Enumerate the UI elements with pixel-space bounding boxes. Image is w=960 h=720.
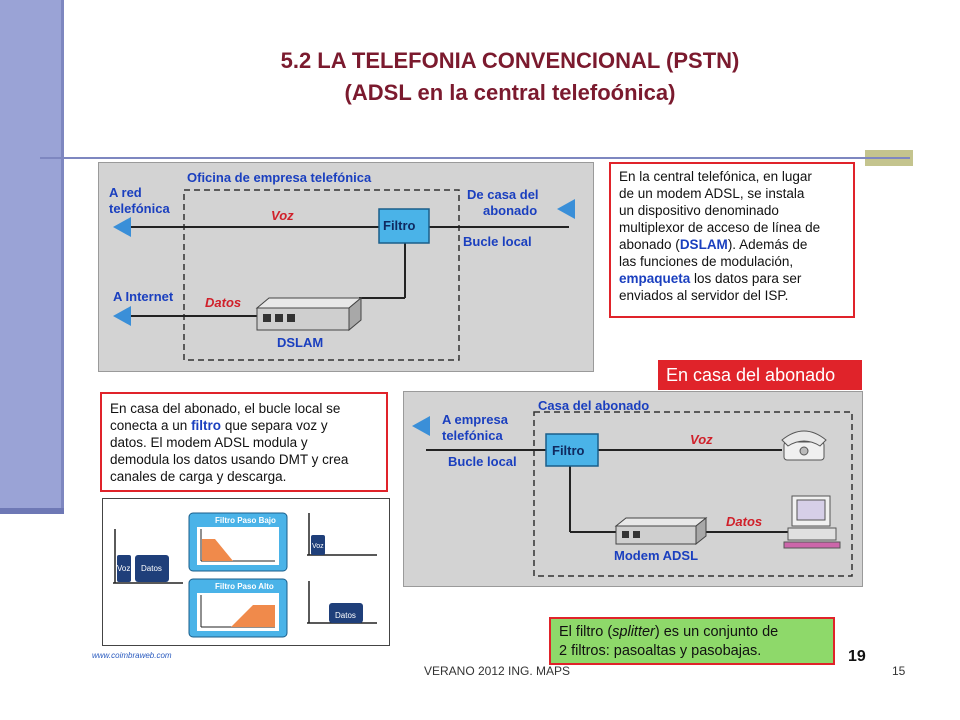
office-voz-label: Voz: [271, 208, 294, 223]
source-watermark: www.coimbraweb.com: [92, 651, 172, 660]
low-pass-title: Filtro Paso Bajo: [215, 516, 276, 525]
arrow-left-icon: [412, 416, 430, 436]
home-note-line4: demodula los datos usando DMT y crea: [110, 452, 349, 467]
output-voice-band: [311, 535, 325, 555]
office-right-top-1: De casa del: [467, 187, 539, 202]
central-note-line7: empaqueta los datos para ser: [619, 271, 802, 286]
arrow-left-icon: [557, 199, 575, 219]
central-note-line6: las funciones de modulación,: [619, 254, 794, 269]
home-left-top-2: telefónica: [442, 428, 503, 443]
office-diagram-graphics: [113, 189, 575, 361]
home-diagram: Casa del abonado A empresa telefónica Bu…: [403, 391, 863, 587]
home-dashed-boundary: [533, 411, 853, 577]
splitter-note-line2: 2 filtros: pasoaltas y pasobajas.: [559, 643, 762, 659]
splitter-note-line1: El filtro (splitter) es un conjunto de: [559, 624, 779, 640]
home-note: En casa del abonado, el bucle local se c…: [100, 392, 388, 492]
high-pass-response: [231, 605, 275, 627]
home-datos-label: Datos: [726, 514, 763, 529]
home-bucle-label: Bucle local: [448, 454, 517, 469]
home-note-line1: En casa del abonado, el bucle local se: [110, 401, 341, 416]
home-diagram-graphics: [412, 411, 853, 577]
left-decor-bar-shadow: [0, 508, 64, 514]
input-data-band: [135, 555, 169, 582]
home-filtro-label: Filtro: [552, 443, 585, 458]
office-bucle-label: Bucle local: [463, 234, 532, 249]
office-dslam-label: DSLAM: [277, 335, 324, 350]
corner-slide-number: 19: [848, 648, 866, 665]
central-note-line4: multiplexor de acceso de línea de: [619, 220, 821, 235]
high-pass-title: Filtro Paso Alto: [215, 582, 274, 591]
home-note-line5: canales de carga y descarga.: [110, 469, 287, 484]
central-note-line5: abonado (DSLAM). Además de: [619, 237, 808, 252]
title-rule: [40, 157, 910, 159]
central-note-line8: enviados al servidor del ISP.: [619, 288, 789, 303]
low-pass-response: [202, 539, 233, 561]
central-office-note: En la central telefónica, en lugar de un…: [609, 162, 855, 318]
home-modem-label: Modem ADSL: [614, 548, 699, 563]
footer-text: VERANO 2012 ING. MAPS: [424, 664, 571, 678]
central-note-line1: En la central telefónica, en lugar: [619, 169, 812, 184]
input-voice-band: [117, 555, 131, 582]
filter-out-voz-label: Voz: [312, 543, 324, 550]
central-note-line2: de un modem ADSL, se instala: [619, 186, 805, 201]
office-diagram: Oficina de empresa telefónica A red tele…: [98, 162, 594, 372]
office-datos-label: Datos: [205, 295, 242, 310]
dslam-device-top: [255, 297, 363, 309]
telephone-icon: [781, 430, 827, 461]
splitter-note: El filtro (splitter) es un conjunto de 2…: [549, 617, 835, 665]
filter-spectrum-diagram: Voz Datos Filtro Paso Bajo Filtro Paso A…: [102, 498, 390, 646]
home-voz-label: Voz: [690, 432, 713, 447]
filter-spectrum-graphics: [113, 512, 377, 638]
left-decor-bar: [0, 0, 64, 512]
filter-in-voz-label: Voz: [117, 564, 131, 573]
office-dashed-boundary: [183, 189, 460, 361]
home-section-banner: En casa del abonado: [658, 360, 862, 390]
slide-title-line1: 5.2 LA TELEFONIA CONVENCIONAL (PSTN): [280, 48, 740, 73]
arrow-left-icon: [113, 217, 131, 237]
home-note-line2: conecta a un filtro que separa voz y: [110, 418, 328, 433]
arrow-left-icon: [113, 306, 131, 326]
filter-out-datos-label: Datos: [335, 611, 356, 620]
office-box-title: Oficina de empresa telefónica: [187, 170, 372, 185]
home-filter-box: [545, 433, 599, 467]
office-filter-box: [378, 208, 430, 244]
home-box-title: Casa del abonado: [538, 398, 650, 413]
home-left-top-1: A empresa: [442, 412, 508, 427]
output-data-band: [329, 603, 363, 623]
office-left-top-2: telefónica: [109, 201, 170, 216]
home-note-line3: datos. El modem ADSL modula y: [110, 435, 308, 450]
slide-title-line2: (ADSL en la central telefoónica): [344, 80, 676, 105]
central-note-line3: un dispositivo denominado: [619, 203, 779, 218]
office-filtro-label: Filtro: [383, 218, 416, 233]
office-left-bottom: A Internet: [113, 289, 174, 304]
computer-icon: [783, 495, 841, 549]
page-number: 15: [892, 664, 906, 678]
office-left-top-1: A red: [109, 185, 142, 200]
office-right-top-2: abonado: [483, 203, 538, 218]
filter-in-datos-label: Datos: [141, 564, 162, 573]
